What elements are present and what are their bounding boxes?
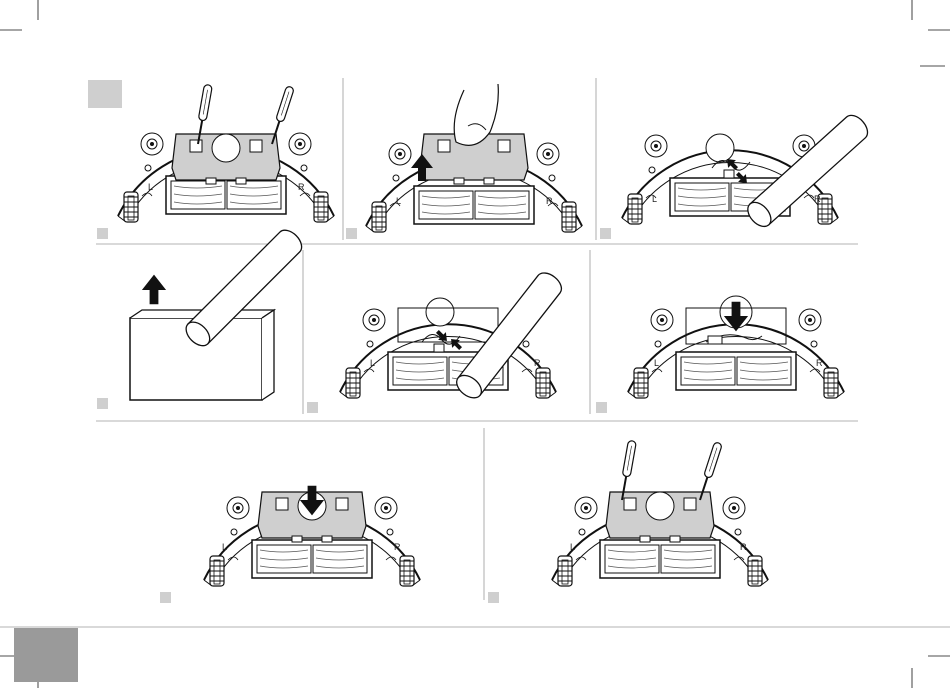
wheel-label-right: R	[546, 196, 553, 206]
step-7-illustration: L R	[204, 486, 420, 586]
section-square	[88, 80, 122, 108]
step-6-marker	[596, 402, 607, 413]
page-tab	[14, 628, 78, 682]
step-5-marker	[307, 402, 318, 413]
step-2-illustration: L R	[366, 84, 582, 232]
step-8-illustration: L R	[552, 440, 768, 586]
wheel-label-left: L	[370, 358, 375, 368]
wheel-label-left: L	[654, 358, 659, 368]
step-3-marker	[600, 228, 611, 239]
step-8-marker	[488, 592, 499, 603]
step-4-marker	[97, 398, 108, 409]
step-5-illustration: L R	[340, 268, 566, 402]
wheel-label-left: L	[570, 542, 575, 552]
wheel-label-right: R	[814, 194, 821, 204]
wheel-label-right: R	[534, 358, 541, 368]
wheel-label-left: L	[148, 182, 153, 192]
step-2-marker	[346, 228, 357, 239]
step-4-illustration	[130, 226, 306, 400]
wheel-label-right: R	[394, 542, 401, 552]
wheel-label-right: R	[740, 542, 747, 552]
wheel-label-left: L	[652, 194, 657, 204]
step-7-marker	[160, 592, 171, 603]
wheel-label-left: L	[396, 196, 401, 206]
step-1-marker	[97, 228, 108, 239]
step-3-illustration: L R	[622, 111, 872, 231]
wheel-label-right: R	[816, 358, 823, 368]
step-1-illustration: L R	[118, 84, 334, 222]
wheel-label-left: L	[222, 542, 227, 552]
wheel-label-right: R	[298, 182, 305, 192]
step-6-illustration: L R	[628, 296, 844, 398]
